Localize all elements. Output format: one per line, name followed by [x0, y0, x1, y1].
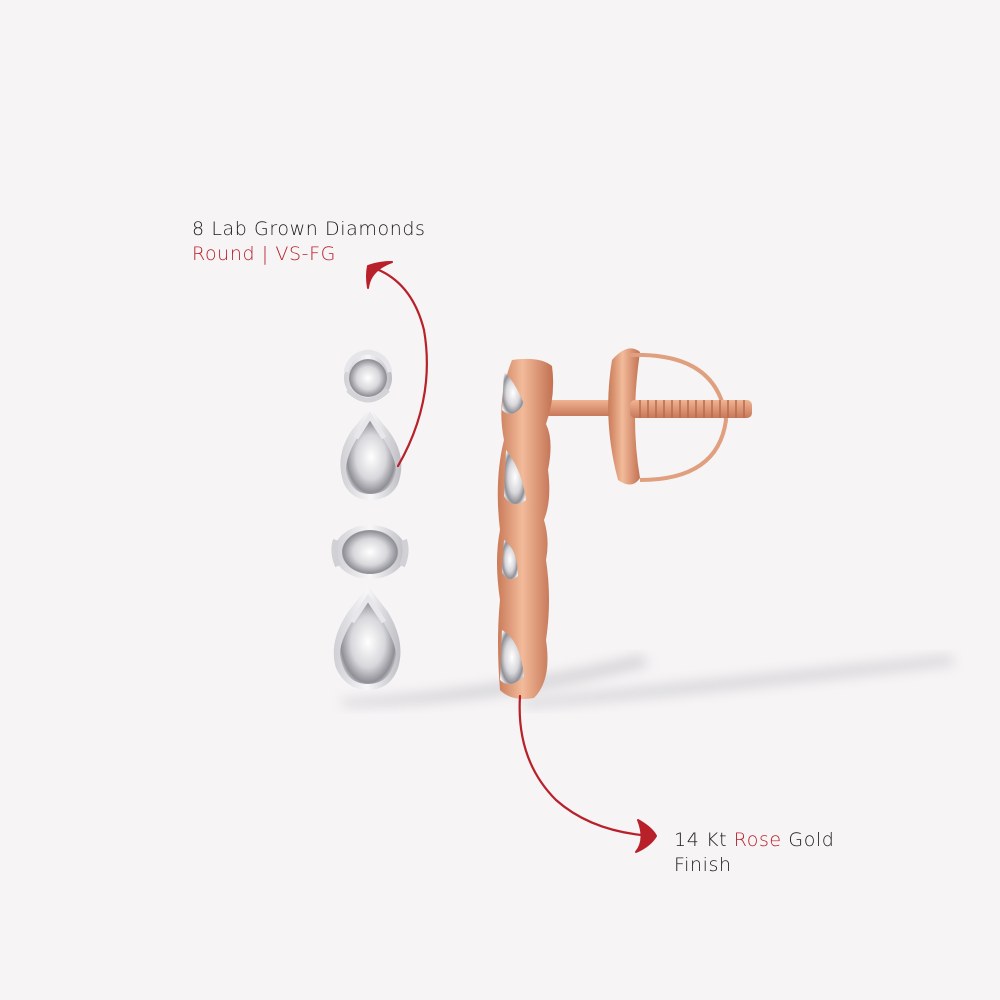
diamond-count-label: 8 Lab Grown Diamonds [192, 218, 426, 240]
metal-finish-label: Finish [674, 854, 732, 876]
side-view-earring [497, 348, 752, 699]
metal-purity-label: 14 Kt Rose Gold [674, 828, 834, 853]
curved-arrow-up-icon [366, 261, 428, 468]
front-view-earring [331, 349, 409, 690]
metal-color-highlight: Rose [733, 829, 782, 851]
curved-arrow-right-icon [518, 694, 657, 853]
shadow [340, 655, 955, 708]
metal-prefix: 14 Kt [674, 829, 734, 851]
metal-suffix: Gold [781, 829, 835, 851]
diamond-cut-grade-label: Round | VS-FG [192, 243, 336, 265]
metal-callout: 14 Kt Rose Gold Finish [674, 828, 834, 878]
diamond-callout: 8 Lab Grown Diamonds Round | VS-FG [192, 217, 426, 267]
